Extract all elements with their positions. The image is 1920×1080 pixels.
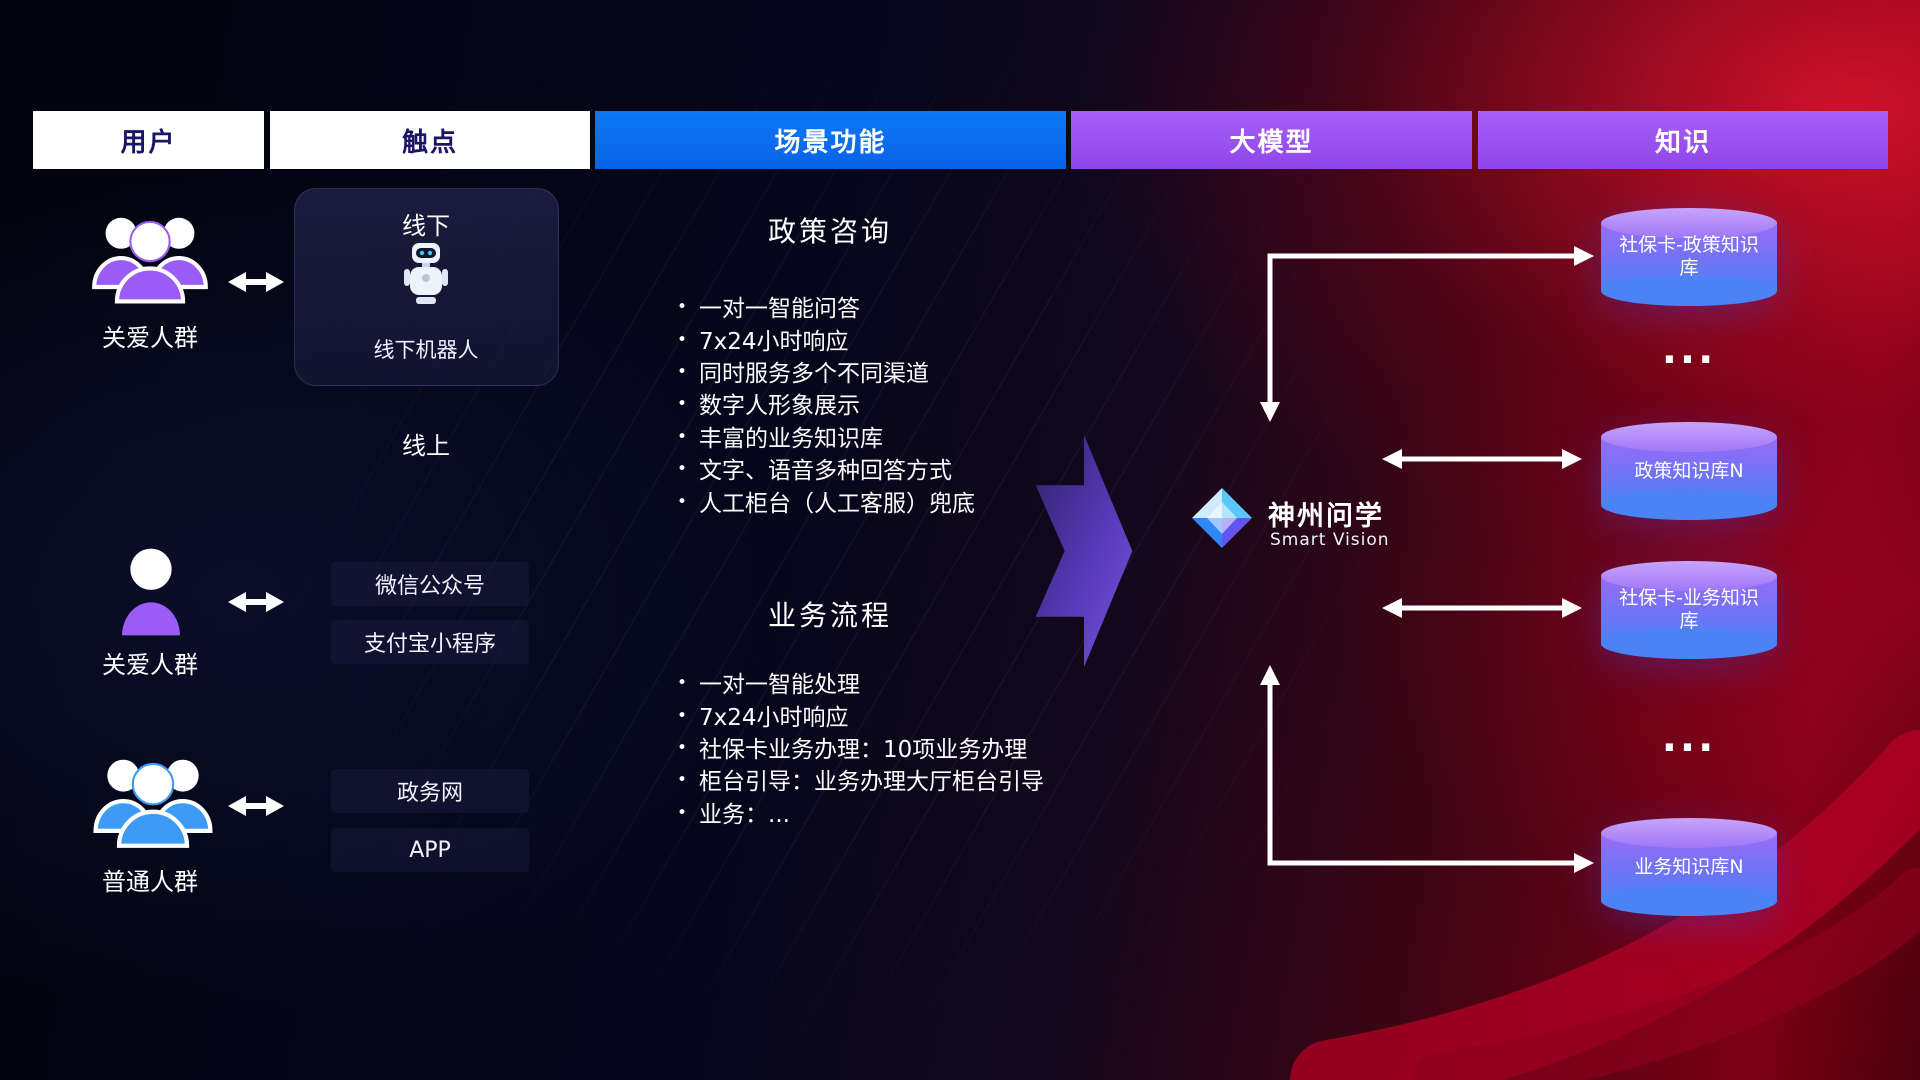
scenario-list-policy: 一对一智能问答 7x24小时响应 同时服务多个不同渠道 数字人形象展示 丰富的业… <box>677 290 975 517</box>
robot-icon <box>404 243 448 304</box>
flow-arrow <box>1035 435 1133 667</box>
channel-alipay-label: 支付宝小程序 <box>363 632 496 657</box>
offline-title: 线下 <box>402 212 450 240</box>
user-icon <box>122 548 180 636</box>
scenario-title-policy: 政策咨询 <box>767 215 892 248</box>
column-header-touchpoints-label: 触点 <box>401 127 458 158</box>
kb-cylinder-policy-n: 政策知识库N <box>1601 422 1777 520</box>
model-name: 神州问学 <box>1268 501 1384 532</box>
column-header-touchpoints: 触点 <box>270 111 590 169</box>
kb-label: 业务知识库N <box>1634 855 1744 878</box>
channel-wechat: 微信公众号 <box>331 562 529 606</box>
channel-alipay: 支付宝小程序 <box>331 620 529 664</box>
channel-wechat-label: 微信公众号 <box>374 574 485 599</box>
feature-item: 同时服务多个不同渠道 <box>677 355 975 387</box>
channel-app: APP <box>331 828 529 872</box>
bidirectional-arrow-user-1 <box>228 272 284 292</box>
kb-ellipsis-2: ... <box>1661 715 1717 761</box>
users-group-icon <box>92 217 208 304</box>
kb-cylinder-policy-sscard: 社保卡-政策知识库 <box>1601 208 1777 306</box>
online-title: 线上 <box>402 432 450 460</box>
column-header-users-label: 用户 <box>120 127 177 158</box>
column-header-scenarios: 场景功能 <box>595 111 1066 169</box>
scenario-list-business: 一对一智能处理 7x24小时响应 社保卡业务办理：10项业务办理 柜台引导：业务… <box>677 666 1044 828</box>
bidirectional-arrow-user-2 <box>228 592 284 612</box>
model-logo-icon <box>1192 488 1252 548</box>
user-label-care-1: 关爱人群 <box>102 324 198 352</box>
user-label-care-2: 关爱人群 <box>102 651 198 679</box>
feature-item: 丰富的业务知识库 <box>677 420 975 452</box>
feature-item: 7x24小时响应 <box>677 322 975 355</box>
column-header-knowledge-label: 知识 <box>1654 127 1711 158</box>
channel-app-label: APP <box>409 837 451 863</box>
feature-item: 文字、语音多种回答方式 <box>677 452 975 484</box>
offline-robot-label: 线下机器人 <box>373 338 479 362</box>
feature-item: 社保卡业务办理：10项业务办理 <box>677 731 1044 763</box>
column-header-knowledge: 知识 <box>1478 111 1888 169</box>
feature-item: 一对一智能问答 <box>677 290 975 322</box>
feature-item: 数字人形象展示 <box>677 387 975 419</box>
feature-item: 柜台引导：业务办理大厅柜台引导 <box>677 763 1044 795</box>
column-header-model-label: 大模型 <box>1229 127 1314 158</box>
kb-label: 社保卡-业务知识库 <box>1619 587 1759 632</box>
feature-item: 一对一智能处理 <box>677 666 1044 698</box>
kb-cylinder-business-n: 业务知识库N <box>1601 818 1777 916</box>
channel-gov-web-label: 政务网 <box>396 781 463 806</box>
kb-label: 社保卡-政策知识库 <box>1619 234 1759 279</box>
column-header-scenarios-label: 场景功能 <box>774 127 887 158</box>
users-group-icon-blue <box>93 759 213 848</box>
model-kb-arrow-elbow-top <box>1260 246 1594 422</box>
model-kb-arrow-h3 <box>1382 598 1582 618</box>
channel-gov-web: 政务网 <box>331 769 529 813</box>
model-subtitle: Smart Vision <box>1270 530 1390 550</box>
kb-ellipsis-1: ... <box>1661 327 1717 373</box>
feature-item: 人工柜台（人工客服）兜底 <box>677 484 975 517</box>
bidirectional-arrow-user-3 <box>228 796 284 816</box>
feature-item: 7x24小时响应 <box>677 698 1044 731</box>
column-header-model: 大模型 <box>1071 111 1472 169</box>
model-kb-arrow-elbow-bottom <box>1260 665 1594 873</box>
kb-label: 政策知识库N <box>1634 459 1744 482</box>
model-kb-arrow-h2 <box>1382 449 1582 469</box>
kb-cylinder-business-sscard: 社保卡-业务知识库 <box>1601 561 1777 659</box>
column-header-users: 用户 <box>33 111 264 169</box>
feature-item: 业务：... <box>677 796 1044 828</box>
user-label-general: 普通人群 <box>102 868 198 896</box>
scenario-title-business: 业务流程 <box>767 599 892 632</box>
